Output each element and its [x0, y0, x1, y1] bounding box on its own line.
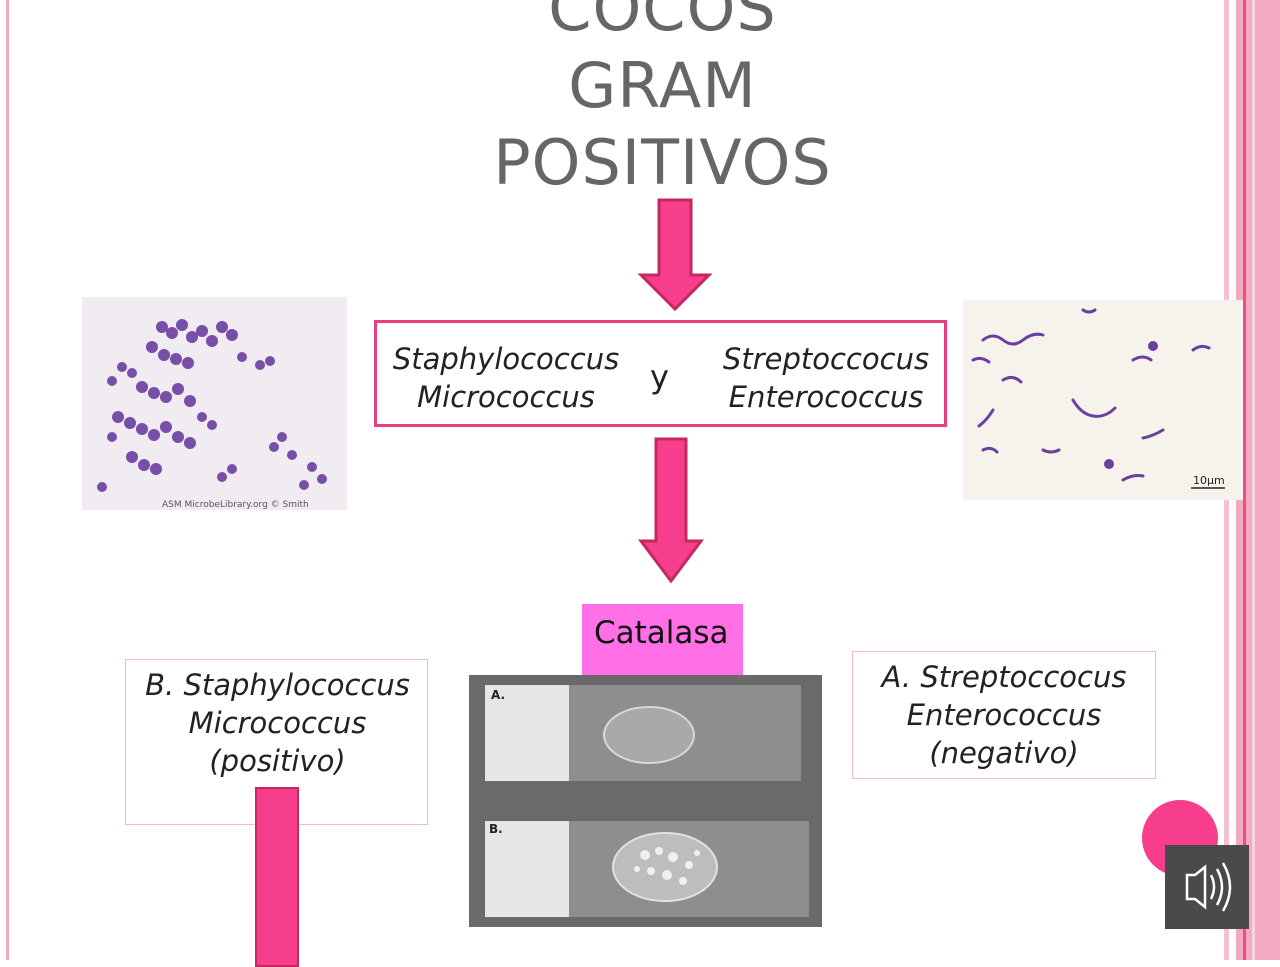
title-line-3: POSITIVOS — [493, 126, 832, 199]
slide-b-label: B. — [489, 822, 503, 836]
staph-credit-text: ASM MicrobeLibrary.org © Smith — [162, 500, 309, 510]
title-line-2: GRAM — [568, 49, 757, 122]
positive-result-text: B. Staphylococcus Micrococcus (positivo) — [145, 668, 410, 778]
right-border-line — [1243, 0, 1246, 960]
arrow-down-1 — [638, 198, 712, 312]
genera-right-text: Streptoccocus Enterococcus — [722, 342, 930, 414]
speaker-icon — [1185, 862, 1232, 912]
negative-result-text: A. Streptoccocus Enterococcus (negativo) — [881, 660, 1127, 770]
title-line-1: COCOS — [548, 0, 777, 45]
catalasa-label: Catalasa — [582, 604, 743, 684]
slide-a-label: A. — [491, 688, 505, 702]
genera-connector: y — [650, 358, 669, 396]
audio-button[interactable] — [1165, 845, 1249, 929]
catalasa-text: Catalasa — [594, 615, 729, 651]
right-border-line-light — [1252, 0, 1255, 960]
genera-left-text: Staphylococcus Micrococcus — [392, 342, 620, 414]
genera-box — [374, 320, 947, 427]
staphylococcus-micrograph: ASM MicrobeLibrary.org © Smith — [82, 297, 347, 510]
negative-result-box — [852, 651, 1156, 779]
slide-title: COCOS GRAM POSITIVOS — [440, 0, 885, 201]
arrow-down-3 — [255, 787, 299, 967]
strep-scale-text: 10μm — [1193, 474, 1225, 487]
catalase-test-photo: A. B. — [469, 675, 822, 927]
left-border-stripe — [6, 0, 9, 960]
streptococcus-micrograph: 10μm — [963, 300, 1243, 500]
arrow-down-2 — [638, 437, 704, 585]
